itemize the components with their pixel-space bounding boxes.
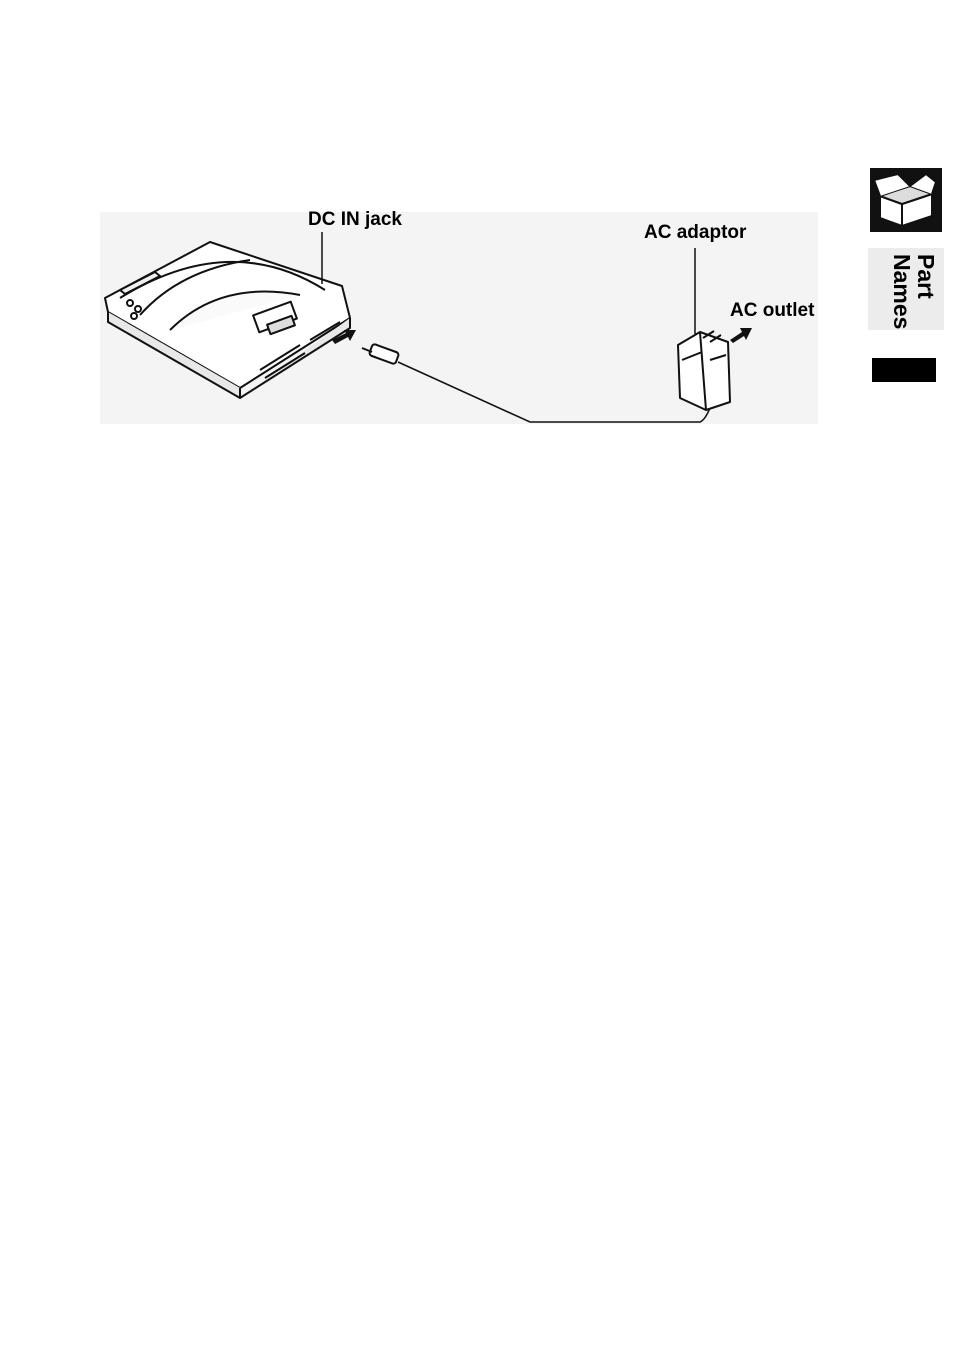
section-tab-label: Part Names [868,248,944,330]
ac-outlet-label: AC outlet [730,301,814,320]
tab-title-names: Names [890,248,914,330]
ac-adaptor-drawing [678,331,730,410]
open-box-icon [870,168,942,232]
section-tab: Part Names [866,164,944,392]
ac-adaptor-label: AC adaptor [644,223,746,242]
dc-in-jack-label: DC IN jack [308,210,402,229]
tab-title-part: Part [914,248,938,330]
section-tab-bar [872,358,936,382]
connection-figure: DC IN jack AC adaptor AC outlet [100,190,830,435]
